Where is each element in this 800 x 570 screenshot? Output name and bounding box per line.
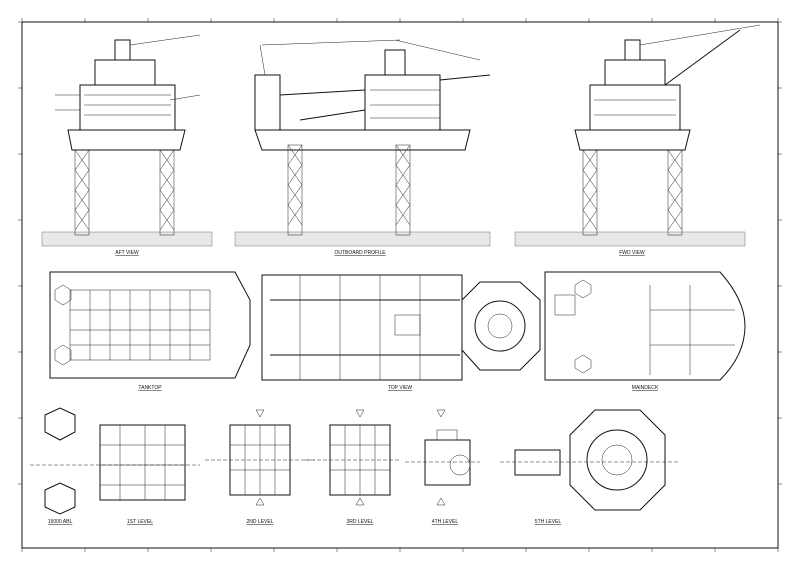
level4-label: 4TH LEVEL <box>432 519 459 525</box>
level1-plan-drawing <box>30 424 200 501</box>
maindeck-plan-drawing <box>544 271 746 381</box>
level2-label: 2ND LEVEL <box>247 519 274 525</box>
fwd-view-drawing <box>514 24 761 247</box>
tanktop-plan-drawing <box>49 271 251 379</box>
level5-plan-drawing <box>500 409 680 511</box>
maindeck-label: MAINDECK <box>632 385 659 391</box>
level3-label: 3RD LEVEL <box>347 519 374 525</box>
level5-label: 5TH LEVEL <box>535 519 562 525</box>
outboard-profile-drawing <box>234 39 491 247</box>
fwd-view-label: FWD VIEW <box>619 250 645 256</box>
level2-plan-drawing <box>205 409 315 506</box>
abl-label: 15000 ABL <box>48 519 73 525</box>
top-view-label: TOP VIEW <box>388 385 413 391</box>
level3-plan-drawing <box>305 409 400 506</box>
aft-view-drawing <box>41 34 213 247</box>
abl-plan-drawing <box>44 407 76 515</box>
border-ticks <box>18 18 782 552</box>
level4-plan-drawing <box>405 409 480 506</box>
aft-view-label: AFT VIEW <box>115 250 139 256</box>
tanktop-label: TANKTOP <box>138 385 162 391</box>
outboard-profile-label: OUTBOARD PROFILE <box>334 250 386 256</box>
top-view-plan-drawing <box>261 274 541 381</box>
level1-label: 1ST LEVEL <box>127 519 153 525</box>
